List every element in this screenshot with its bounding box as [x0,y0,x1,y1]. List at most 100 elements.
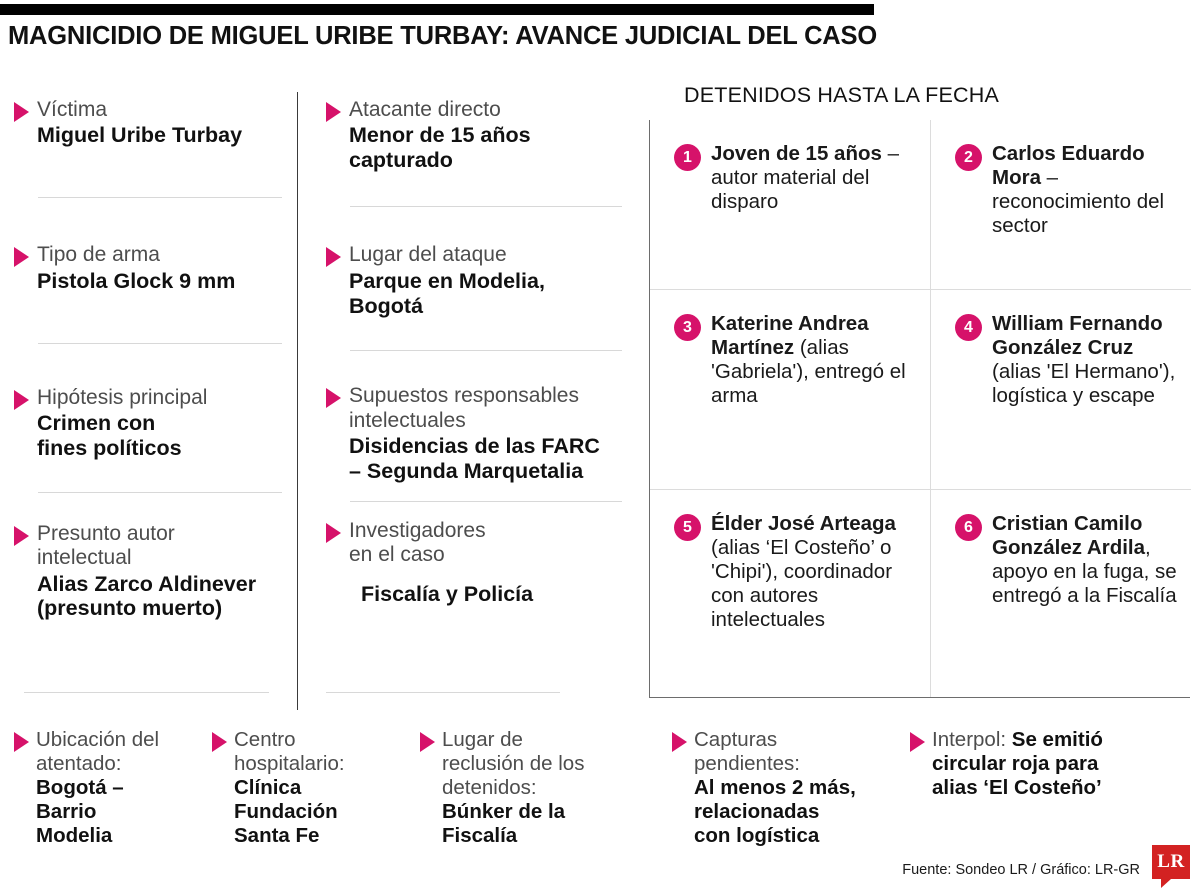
divider [38,197,282,199]
fact-item: Investigadores en el caso Fiscalía y Pol… [326,519,622,607]
fact-label: Atacante directo [349,98,501,121]
triangle-bullet-icon [326,102,341,122]
fact-value: Miguel Uribe Turbay [37,123,243,148]
bottom-fact-item: Lugar de reclusión de los detenidos: Bún… [420,728,620,848]
divider [350,501,622,503]
bottom-fact-label: Capturas pendientes: [694,728,801,775]
fact-label: Presunto autor intelectual [37,521,175,570]
fact-label: Supuestos responsables intelectuales [349,384,579,432]
detainee-number-badge: 4 [955,314,982,341]
divider [38,342,282,344]
triangle-bullet-icon [420,732,435,752]
fact-item: Tipo de arma Pistola Glock 9 mm [14,243,282,293]
detainee-name: Élder José Arteaga [711,512,896,535]
detainee-cell: 5 Élder José Arteaga (alias ‘El Costeño’… [650,490,931,697]
fact-value: Pistola Glock 9 mm [37,268,236,293]
fact-value: Crimen con fines políticos [37,410,182,460]
fact-value: Fiscalía y Policía [361,581,534,606]
detainee-text: Carlos Eduardo Mora – reconocimiento del… [992,142,1177,238]
bottom-fact-value: Bogotá – Barrio Modelia [36,775,124,847]
detainee-text: Cristian Camilo González Ardila, apoyo e… [992,512,1177,608]
fact-item: Presunto autor intelectual Alias Zarco A… [14,522,282,622]
detainee-number-badge: 5 [674,514,701,541]
detainees-panel: 1 Joven de 15 años – autor material del … [649,120,1191,698]
source-credit: Fuente: Sondeo LR / Gráfico: LR-GR [902,862,1140,878]
detainee-text: Joven de 15 años – autor material del di… [711,142,916,214]
divider [326,692,560,693]
detainee-detail: (alias 'Gabriela'), entregó el arma [711,335,906,407]
detainee-number-badge: 6 [955,514,982,541]
fact-item: Víctima Miguel Uribe Turbay [14,98,282,148]
detainee-number-badge: 1 [674,144,701,171]
detainee-name: William Fernando González Cruz [992,312,1163,359]
lr-logo-text: LR [1157,851,1185,872]
detainee-detail: (alias ‘El Costeño’ o 'Chipi'), coordina… [711,535,893,631]
bottom-fact-label: Interpol: [932,728,1012,751]
bottom-fact-value: Clínica Fundación Santa Fe [234,775,338,847]
triangle-bullet-icon [14,102,29,122]
divider [350,206,622,208]
bottom-fact-value-text: Se emitió circular roja para alias ‘El C… [932,728,1103,799]
detainee-cell: 6 Cristian Camilo González Ardila, apoyo… [931,490,1191,697]
detainee-name: Cristian Camilo González Ardila [992,512,1146,559]
detainee-cell: 2 Carlos Eduardo Mora – reconocimiento d… [931,120,1191,290]
fact-label: Hipótesis principal [37,385,208,409]
bottom-fact-item: Capturas pendientes: Al menos 2 más, rel… [672,728,872,848]
detainee-number-badge: 3 [674,314,701,341]
bottom-fact-label: Ubicación del atentado: [36,728,160,775]
fact-value: Disidencias de las FARC – Segunda Marque… [349,434,600,484]
fact-item: Supuestos responsables intelectuales Dis… [326,384,622,484]
bottom-fact-label: Centro hospitalario: [234,728,345,775]
detainee-text: Katerine Andrea Martínez (alias 'Gabriel… [711,312,916,408]
fact-value: Alias Zarco Aldinever (presunto muerto) [37,571,257,621]
bottom-fact-item: Ubicación del atentado: Bogotá – Barrio … [14,728,194,848]
fact-item: Lugar del ataque Parque en Modelia, Bogo… [326,243,622,318]
middle-fact-column: Atacante directo Menor de 15 años captur… [326,98,622,607]
detainee-detail: – reconocimiento del sector [992,165,1165,237]
triangle-bullet-icon [326,523,341,544]
bottom-fact-item: Centro hospitalario: Clínica Fundación S… [212,728,392,848]
detainee-text: William Fernando González Cruz (alias 'E… [992,312,1177,408]
divider [24,692,269,693]
triangle-bullet-icon [14,732,29,752]
fact-item: Atacante directo Menor de 15 años captur… [326,98,622,173]
bottom-fact-value: Búnker de la Fiscalía [442,799,566,847]
triangle-bullet-icon [14,247,29,268]
detainee-name: Katerine Andrea Martínez [711,312,869,359]
fact-label: Tipo de arma [37,243,160,267]
triangle-bullet-icon [212,732,227,752]
detainee-detail: (alias 'El Hermano'), logística y escape [992,359,1176,407]
bottom-fact-item: Interpol: Se emitió circular roja para a… [910,728,1190,800]
triangle-bullet-icon [14,389,29,410]
triangle-bullet-icon [326,247,341,268]
left-fact-column: Víctima Miguel Uribe Turbay Tipo de arma… [14,98,282,621]
detainee-cell: 4 William Fernando González Cruz (alias … [931,290,1191,490]
detainees-panel-title: DETENIDOS HASTA LA FECHA [684,83,1000,107]
detainee-number-badge: 2 [955,144,982,171]
triangle-bullet-icon [672,732,687,752]
detainee-cell: 1 Joven de 15 años – autor material del … [650,120,931,290]
detainee-detail: , apoyo en la fuga, se entregó a la Fisc… [992,535,1177,607]
detainee-cell: 3 Katerine Andrea Martínez (alias 'Gabri… [650,290,931,490]
page-title: MAGNICIDIO DE MIGUEL URIBE TURBAY: AVANC… [8,22,877,50]
detainee-text: Élder José Arteaga (alias ‘El Costeño’ o… [711,512,916,632]
bottom-fact-value: Interpol: Se emitió circular roja para a… [932,728,1103,800]
column-separator [297,92,298,710]
detainee-name: Carlos Eduardo Mora [992,142,1145,189]
fact-label: Investigadores en el caso [349,519,486,567]
bottom-fact-label: Lugar de reclusión de los detenidos: [442,728,585,799]
triangle-bullet-icon [326,388,341,409]
bottom-fact-value: Al menos 2 más, relacionadas con logísti… [694,775,856,847]
triangle-bullet-icon [14,525,29,546]
fact-label: Lugar del ataque [349,243,507,267]
triangle-bullet-icon [910,732,925,752]
fact-item: Hipótesis principal Crimen con fines pol… [14,386,282,461]
fact-value: Menor de 15 años capturado [349,123,531,173]
detainee-detail: – autor material del disparo [711,142,900,213]
fact-value: Parque en Modelia, Bogotá [349,268,545,318]
divider [38,491,282,493]
divider [350,350,622,352]
fact-label: Víctima [37,98,108,121]
detainee-name: Joven de 15 años [711,142,882,165]
lr-logo: LR [1152,845,1190,888]
